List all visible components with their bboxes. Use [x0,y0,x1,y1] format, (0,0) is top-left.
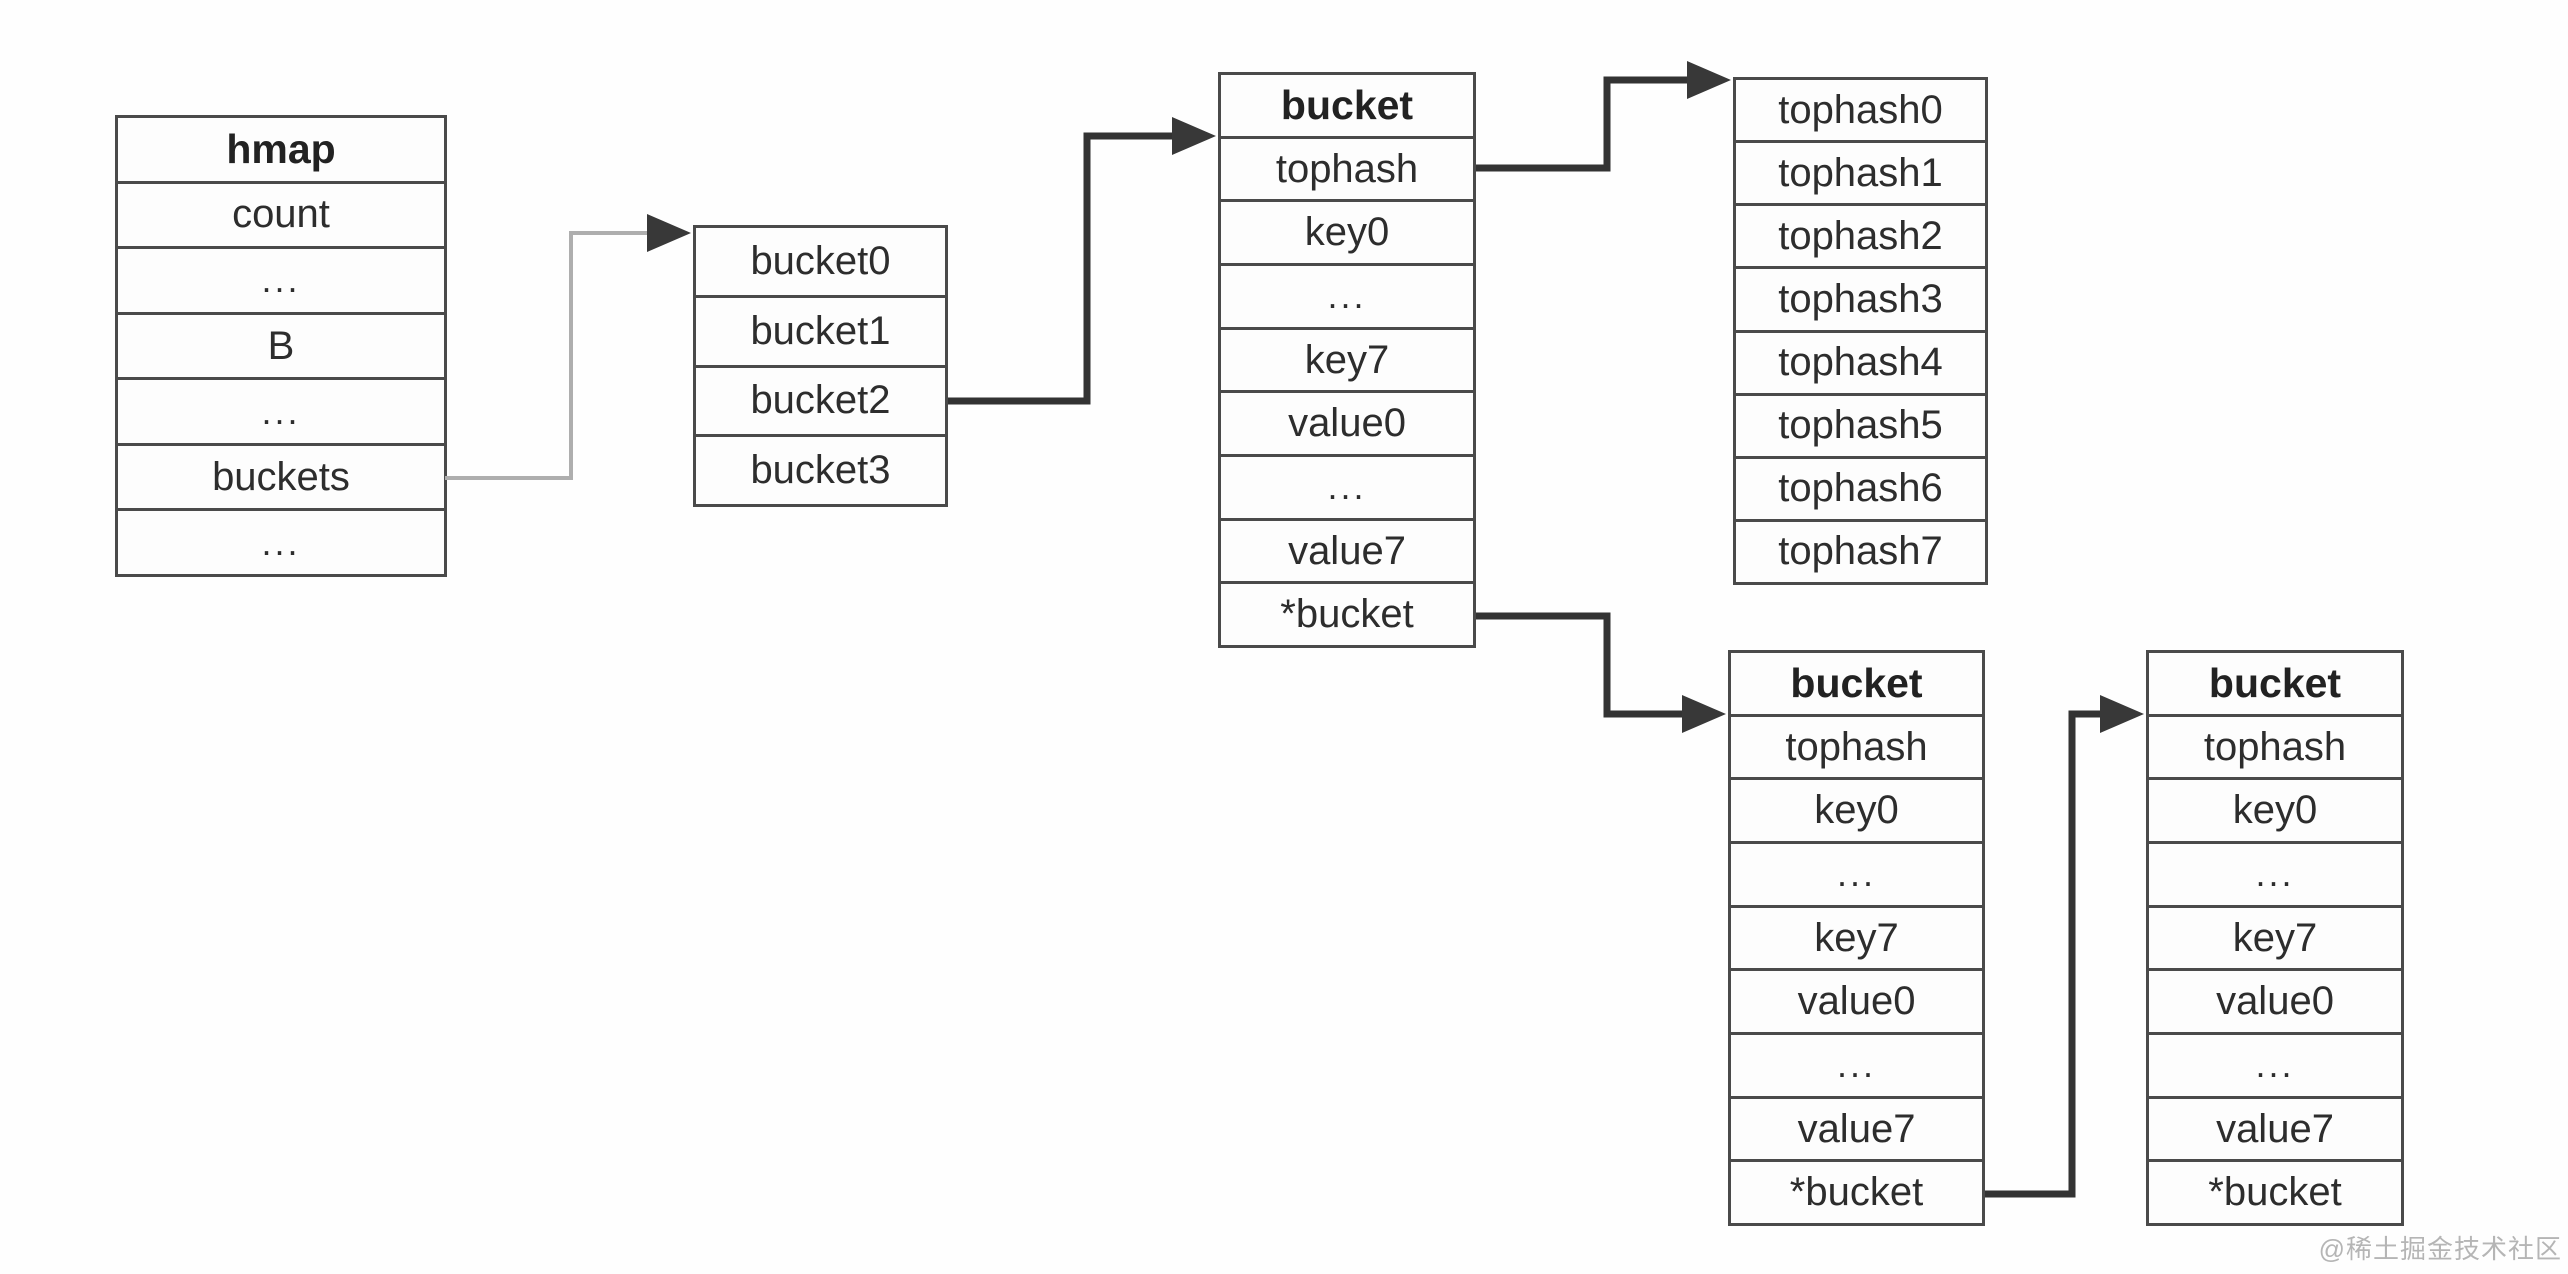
arrow-line-buckets-to-array [445,231,648,480]
overflow-bucket-2-table: bucket tophash key0 ... key7 value0 ... … [2146,650,2404,1226]
overflow-bucket-2-row-key7: key7 [2149,904,2401,969]
overflow-bucket-1-row-value7: value7 [1731,1095,1982,1160]
overflow-bucket-2-row-starbucket: *bucket [2149,1159,2401,1223]
arrowhead-icon-buckets-to-array [647,214,691,252]
arrowhead-icon-starbucket-to-overflow2 [2100,695,2144,733]
hmap-row-dots-1: ... [118,246,444,312]
overflow-bucket-1-row-dots-2: ... [1731,1032,1982,1096]
tophash-array-row-3: tophash3 [1736,266,1985,329]
overflow-bucket-2-row-value7: value7 [2149,1095,2401,1160]
buckets-array-table: bucket0 bucket1 bucket2 bucket3 [693,225,948,507]
overflow-bucket-2-header: bucket [2208,659,2342,706]
overflow-bucket-1-header: bucket [1790,659,1923,706]
overflow-bucket-1-row-starbucket: *bucket [1731,1159,1982,1223]
bucket-struct-row-starbucket: *bucket [1221,581,1473,645]
overflow-bucket-1-row-value0: value0 [1731,968,1982,1032]
arrow-line-starbucket-to-overflow1 [1476,612,1684,718]
arrowhead-icon-bucket2-to-struct [1172,117,1216,155]
tophash-array-table: tophash0 tophash1 tophash2 tophash3 toph… [1733,77,1988,585]
hmap-row-dots-2: ... [118,377,444,443]
buckets-array-row-bucket0: bucket0 [750,238,891,283]
tophash-array-row-0: tophash0 [1778,87,1943,132]
bucket-struct-row-tophash: tophash [1221,135,1473,200]
overflow-bucket-2-row-tophash: tophash [2149,713,2401,778]
bucket-struct-table: bucket tophash key0 ... key7 value0 ... … [1218,72,1476,648]
bucket-struct-header: bucket [1280,81,1414,128]
overflow-bucket-1-row-key7: key7 [1731,904,1982,969]
bucket-struct-row-key0: key0 [1221,199,1473,263]
buckets-array-row-bucket2: bucket2 [696,364,945,435]
buckets-array-row-bucket3: bucket3 [696,434,945,504]
tophash-array-row-7: tophash7 [1736,518,1985,582]
tophash-array-row-1: tophash1 [1736,140,1985,203]
bucket-struct-row-value7: value7 [1221,517,1473,582]
hmap-row-dots-3: ... [118,508,444,574]
arrowhead-icon-starbucket-to-overflow1 [1682,695,1726,733]
hmap-row-buckets: buckets [118,442,444,509]
overflow-bucket-2-row-dots-2: ... [2149,1032,2401,1096]
bucket-struct-row-value0: value0 [1221,390,1473,454]
bucket-struct-row-dots-2: ... [1221,454,1473,518]
arrow-line-starbucket-to-overflow2 [1985,710,2102,1198]
watermark-text: @稀土掘金技术社区 [2318,1234,2562,1264]
tophash-array-row-2: tophash2 [1736,203,1985,266]
overflow-bucket-1-row-key0: key0 [1731,777,1982,841]
hmap-table: hmap count ... B ... buckets ... [115,115,447,577]
hmap-row-b: B [118,311,444,378]
tophash-array-row-6: tophash6 [1736,455,1985,519]
buckets-array-row-bucket1: bucket1 [696,294,945,365]
tophash-array-row-4: tophash4 [1736,329,1985,393]
overflow-bucket-2-row-value0: value0 [2149,968,2401,1032]
tophash-array-row-5: tophash5 [1736,392,1985,456]
hmap-row-count: count [118,180,444,247]
arrow-line-bucket2-to-struct [948,132,1176,405]
arrowhead-icon-tophash-to-array [1687,61,1731,99]
hmap-header: hmap [226,125,336,172]
arrow-line-tophash-to-array [1476,76,1689,172]
overflow-bucket-2-row-dots-1: ... [2149,841,2401,905]
overflow-bucket-1-row-dots-1: ... [1731,841,1982,905]
overflow-bucket-1-table: bucket tophash key0 ... key7 value0 ... … [1728,650,1985,1226]
overflow-bucket-1-row-tophash: tophash [1731,713,1982,778]
bucket-struct-row-dots-1: ... [1221,263,1473,327]
overflow-bucket-2-row-key0: key0 [2149,777,2401,841]
bucket-struct-row-key7: key7 [1221,326,1473,391]
